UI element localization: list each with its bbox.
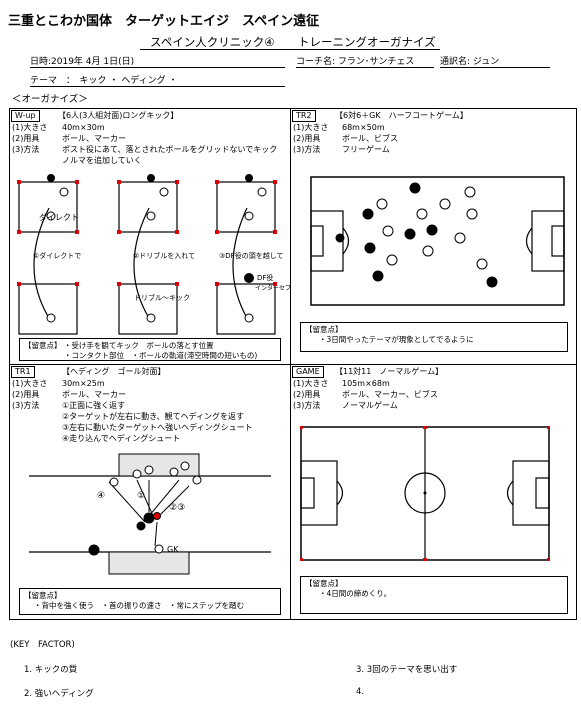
wup-grid-1-top	[18, 181, 78, 233]
key-factor-3: 3. 3回のテーマを思い出す	[356, 665, 458, 675]
key-factor-title: (KEY FACTOR)	[10, 640, 75, 650]
wup-size: 40m×30m	[62, 123, 105, 132]
date-field: 日時:2019年 4月 1日(日)	[30, 58, 285, 68]
wup-caption-3: ③DF役の頭を越して	[219, 251, 283, 260]
wup-method-label: (3)方法	[12, 145, 40, 154]
wup-intercept-label: インターセプト	[255, 284, 290, 292]
tr2-method: フリーゲーム	[342, 145, 390, 154]
tr1-size-label: (1)大きさ	[12, 379, 48, 388]
wup-arc-1	[33, 207, 50, 319]
document-title: 三重とこわか国体 ターゲットエイジ スペイン遠征	[8, 14, 320, 29]
tr1-label-23: ②③	[169, 503, 185, 513]
wup-method1: ポスト役にあて、落とされたボールをグリッドないでキック	[62, 145, 278, 154]
tr1-tools: ボール、マーカー	[62, 390, 126, 399]
tr2-note-1: ・3日間やったテーマが現象としてでるように	[319, 335, 474, 345]
tr2-tools: ボール、ビブス	[342, 134, 398, 143]
tr1-notes: 【留意点】 ・背中を強く使う ・首の振りの速さ ・常にステップを踏む	[19, 588, 281, 615]
tr1-goal-bottom	[108, 551, 190, 575]
game-tools: ボール、マーカー、ビブス	[342, 390, 438, 399]
tr1-method-label: (3)方法	[12, 401, 40, 410]
game-method: ノーマルゲーム	[342, 401, 398, 410]
tr2-size-label: (1)大きさ	[293, 123, 329, 132]
tr2-tag: TR2	[292, 110, 316, 122]
tr1-tools-label: (2)用具	[12, 390, 40, 399]
wup-dribble-label: ドリブル〜キック	[134, 293, 190, 302]
tr1-method-2: ②ターゲットが左右に動き、観てヘディングを返す	[62, 412, 245, 421]
wup-note-1: ・受け手を観てキック ボールの落とす位置	[63, 341, 214, 350]
wup-tools: ボール、マーカー	[62, 134, 126, 143]
tr1-diagram: ① ②③ ④ GK	[29, 453, 271, 575]
wup-caption-1: ①ダイレクトで	[33, 251, 81, 260]
key-factor-1: 1. キックの質	[24, 665, 78, 675]
wup-arc-3	[232, 207, 248, 319]
tr2-method-label: (3)方法	[293, 145, 321, 154]
wup-caption-2: ②ドリブルを入れて	[133, 251, 195, 260]
game-heading: 【11対11 ノーマルゲーム】	[335, 367, 444, 376]
wup-tools-label: (2)用具	[12, 134, 40, 143]
game-notes: 【留意点】 ・4日間の締めくり。	[300, 576, 568, 614]
horizontal-divider	[9, 364, 577, 365]
wup-note-2: ・コンタクト部位 ・ボールの軌道(滞空時間の短いもの)	[64, 351, 258, 361]
tr2-notes-title: 【留意点】	[305, 325, 343, 334]
coach-field: コーチ名: フラン･サンチェス	[296, 58, 434, 68]
game-note-1: ・4日間の締めくり。	[319, 589, 392, 599]
tr2-tools-label: (2)用具	[293, 134, 321, 143]
wup-notes-title: 【留意点】	[24, 341, 62, 350]
tr1-tag: TR1	[11, 366, 35, 378]
game-method-label: (3)方法	[293, 401, 321, 410]
game-size-label: (1)大きさ	[293, 379, 329, 388]
wup-arc-2	[133, 207, 150, 319]
wup-heading: 【6人(3人組対面)ロングキック】	[58, 111, 179, 120]
wup-grid-1-bottom	[18, 283, 78, 335]
wup-grid-2-bottom	[118, 283, 178, 335]
wup-grid-3-top	[216, 181, 276, 233]
tr1-method-4: ④走り込んでヘディングシュート	[62, 434, 181, 443]
wup-notes: 【留意点】 ・受け手を観てキック ボールの落とす位置 ・コンタクト部位 ・ボール…	[19, 338, 281, 361]
tr1-gk-label: GK	[167, 545, 179, 554]
wup-method2: ノルマを追加していく	[62, 156, 142, 165]
title-underline	[140, 49, 440, 50]
tr1-label-4: ④	[97, 491, 105, 501]
tr2-size: 68m×50m	[342, 123, 385, 132]
tr1-label-1: ①	[137, 491, 145, 501]
tr1-heading: 【ヘディング ゴール対面】	[62, 367, 166, 376]
tr1-method-1: ①正面に強く返す	[62, 401, 126, 410]
wup-direct-label: ダイレクト	[39, 212, 79, 222]
game-pitch	[300, 426, 550, 561]
wup-tag: W-up	[11, 110, 40, 122]
organize-label: ＜オーガナイズ＞	[12, 94, 88, 105]
game-notes-title: 【留意点】	[305, 579, 343, 588]
clinic-title: スペイン人クリニック④	[150, 35, 275, 49]
wup-grid-2-top	[118, 181, 178, 233]
wup-diagram: ダイレクト ①ダイレクトで ②ドリブルを入れて ③DF役の頭を越して ドリブル〜…	[17, 174, 290, 335]
training-title: トレーニングオーガナイズ	[298, 35, 436, 49]
tr2-notes: 【留意点】 ・3日間やったテーマが現象としてでるように	[300, 322, 568, 352]
wup-size-label: (1)大きさ	[12, 123, 48, 132]
tr1-note-1: ・背中を強く使う ・首の振りの速さ ・常にステップを踏む	[34, 601, 244, 611]
game-tools-label: (2)用具	[293, 390, 321, 399]
key-factor-2: 2. 強いヘディング	[24, 689, 94, 699]
tr2-heading: 【6対6＋GK ハーフコートゲーム】	[335, 111, 468, 120]
key-factor-4: 4.	[356, 687, 365, 697]
interpreter-field: 通訳名: ジュン	[440, 58, 550, 68]
tr1-size: 30m×25m	[62, 379, 105, 388]
theme-field: テーマ ： キック ・ ヘディング ・	[30, 77, 285, 87]
tr2-pitch	[310, 176, 565, 306]
wup-grid-3-bottom	[216, 283, 276, 335]
game-size: 105m×68m	[342, 379, 390, 388]
wup-df-label: DF役	[257, 273, 273, 282]
tr1-notes-title: 【留意点】	[24, 591, 62, 600]
game-tag: GAME	[292, 366, 324, 378]
tr1-method-3: ③左右に動いたターゲットへ強いヘディングシュート	[62, 423, 253, 432]
